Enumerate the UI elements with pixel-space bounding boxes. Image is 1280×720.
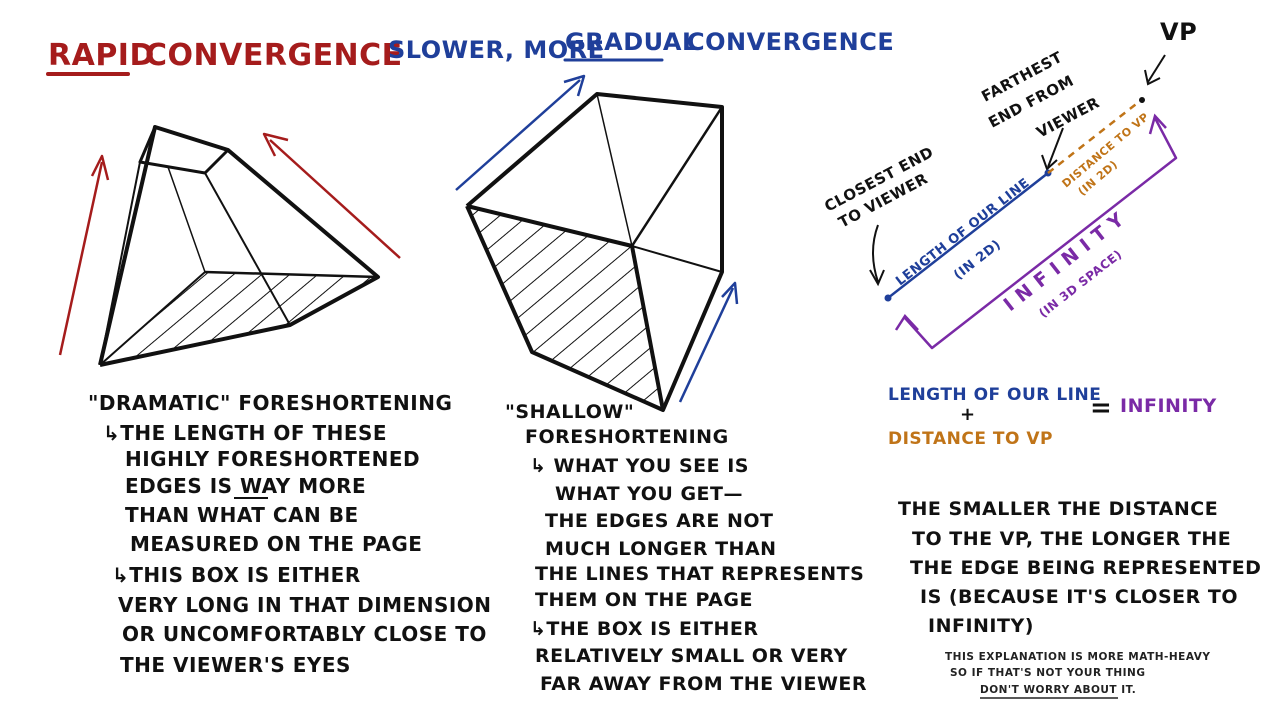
note-line: DON'T WORRY ABOUT IT.: [980, 684, 1136, 696]
left-caption: "DRAMATIC" FORESHORTENING ↳THE LENGTH OF…: [88, 391, 492, 677]
middle-caption-line: "SHALLOW": [505, 401, 634, 423]
conclusion-line: THE EDGE BEING REPRESENTED: [910, 557, 1261, 579]
equation-equals: =: [1090, 393, 1112, 423]
left-title-rapid: RAPID: [48, 38, 155, 73]
equation-term2: DISTANCE TO VP: [888, 429, 1053, 449]
note-line: THIS EXPLANATION IS MORE MATH-HEAVY: [945, 651, 1210, 663]
left-caption-line: THE VIEWER'S EYES: [120, 653, 351, 677]
vp-group: VP: [1139, 18, 1197, 103]
math-note: THIS EXPLANATION IS MORE MATH-HEAVY SO I…: [945, 651, 1210, 699]
closest-end-point: [884, 294, 892, 302]
left-title-convergence: CONVERGENCE: [145, 38, 403, 73]
line-2d-length: [887, 172, 1049, 299]
middle-caption-line: WHAT YOU GET—: [555, 483, 743, 505]
equation: LENGTH OF OUR LINE + DISTANCE TO VP = IN…: [888, 385, 1217, 449]
middle-caption-line: FAR AWAY FROM THE VIEWER: [540, 673, 867, 695]
middle-caption-line: FORESHORTENING: [525, 426, 729, 448]
left-caption-line: EDGES IS WAY MORE: [125, 474, 366, 498]
rapid-box-drawing: [98, 125, 380, 367]
infinity-bracket: I N F I N I T Y (IN 3D SPACE): [894, 113, 1178, 350]
left-caption-heading: "DRAMATIC" FORESHORTENING: [88, 391, 452, 415]
left-caption-line: ↳THIS BOX IS EITHER: [112, 563, 361, 587]
line-diagram: LENGTH OF OUR LINE (IN 2D) DISTANCE TO V…: [884, 100, 1152, 302]
middle-caption-line: THEM ON THE PAGE: [535, 589, 753, 611]
middle-title: SLOWER, MORE GRADUAL CONVERGENCE: [388, 28, 894, 64]
left-caption-line: THAN WHAT CAN BE: [125, 503, 359, 527]
middle-caption: "SHALLOW" FORESHORTENING ↳ WHAT YOU SEE …: [505, 401, 867, 695]
line-distance-to-vp: [1047, 100, 1141, 174]
conclusion: THE SMALLER THE DISTANCE TO THE VP, THE …: [898, 498, 1261, 637]
equation-term1: LENGTH OF OUR LINE: [888, 385, 1101, 405]
farthest-label: FARTHEST END FROM VIEWER: [978, 48, 1103, 171]
vp-point: [1139, 97, 1145, 103]
conclusion-line: IS (BECAUSE IT'S CLOSER TO: [920, 586, 1238, 608]
equation-result: INFINITY: [1120, 395, 1217, 417]
left-caption-line: ↳THE LENGTH OF THESE: [103, 421, 387, 445]
middle-caption-line: ↳THE BOX IS EITHER: [530, 618, 758, 640]
middle-caption-line: RELATIVELY SMALL OR VERY: [535, 645, 848, 667]
middle-blue-arrows: [455, 74, 739, 403]
left-caption-line: HIGHLY FORESHORTENED: [125, 447, 420, 471]
middle-caption-line: THE LINES THAT REPRESENTS: [535, 563, 864, 585]
middle-title-gradual: GRADUAL: [565, 28, 698, 56]
left-title: RAPID CONVERGENCE: [46, 38, 403, 76]
left-caption-line: VERY LONG IN THAT DIMENSION: [118, 593, 492, 617]
note-line: SO IF THAT'S NOT YOUR THING: [950, 667, 1145, 679]
middle-caption-line: MUCH LONGER THAN: [545, 538, 777, 560]
middle-title-convergence: CONVERGENCE: [687, 28, 894, 56]
middle-caption-line: THE EDGES ARE NOT: [545, 510, 774, 532]
middle-caption-line: ↳ WHAT YOU SEE IS: [530, 455, 749, 477]
left-caption-line: OR UNCOMFORTABLY CLOSE TO: [122, 622, 487, 646]
equation-plus: +: [960, 404, 976, 425]
gradual-box-drawing: [465, 92, 724, 412]
conclusion-line: INFINITY): [928, 615, 1034, 637]
left-red-arrows: [58, 132, 401, 356]
left-caption-line: MEASURED ON THE PAGE: [130, 532, 422, 556]
conclusion-line: THE SMALLER THE DISTANCE: [898, 498, 1218, 520]
conclusion-line: TO THE VP, THE LONGER THE: [912, 528, 1231, 550]
vp-label: VP: [1160, 18, 1197, 46]
vp-pointer-arrow: [1147, 54, 1166, 83]
